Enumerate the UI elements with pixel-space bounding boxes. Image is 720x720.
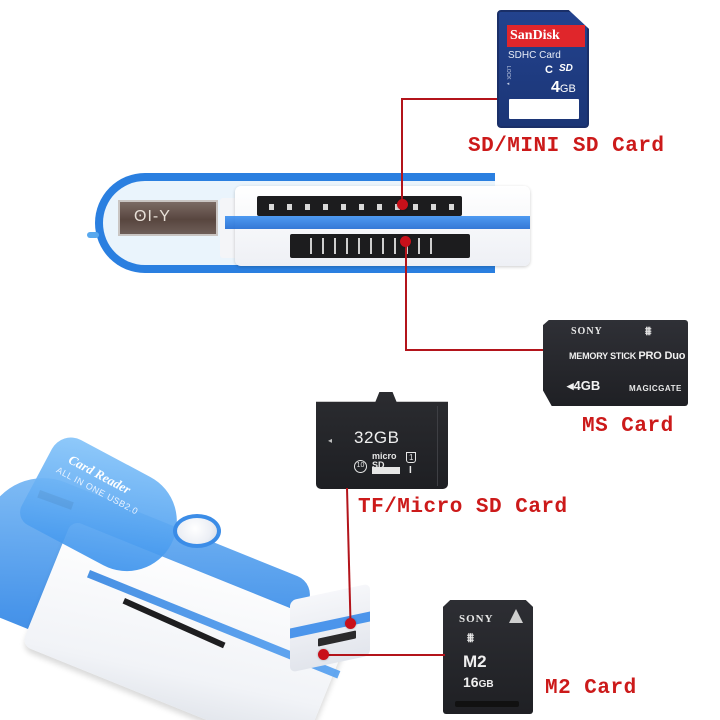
reader-body <box>225 186 530 266</box>
ms-product-prefix: MEMORY STICK <box>569 351 639 361</box>
uhs-class-icon: 1 <box>406 452 417 463</box>
card-reader-side-view: ʘI-Y <box>87 168 535 288</box>
m2-card: SONY ⩩ M2 16GB <box>443 600 533 714</box>
microsd-logo-line1: micro <box>372 451 397 461</box>
m2-capacity-value: 16 <box>463 674 479 690</box>
usb-plug-marking: ʘI-Y <box>134 208 171 225</box>
sd-slot-pins <box>269 204 454 210</box>
sd-capacity-value: 4 <box>551 79 560 96</box>
sd-card-capacity: 4GB <box>551 79 576 97</box>
sd-label-area <box>509 99 579 119</box>
m2-capacity-unit: GB <box>478 679 494 690</box>
speed-class-10-icon: 10 <box>354 460 367 473</box>
sd-logo-icon: SD <box>559 63 573 74</box>
ms-brand: SONY <box>571 326 603 337</box>
sd-slot-marker <box>397 199 408 210</box>
sd-connector-horizontal <box>401 98 499 100</box>
memory-stick-logo-icon: ⩩ <box>645 324 652 338</box>
tf-card-label: TF/Micro SD Card <box>358 496 568 519</box>
m2-connector-horizontal <box>323 654 445 656</box>
memory-stick-logo-icon: ⩩ <box>467 630 474 645</box>
microsd-logo-line2: SD <box>372 460 385 470</box>
tf-slot-marker <box>345 618 356 629</box>
m2-brand: SONY <box>459 613 494 625</box>
ms-slot-marker <box>400 236 411 247</box>
usb-plug: ʘI-Y <box>118 200 218 236</box>
m2-card-label: M2 Card <box>545 677 637 700</box>
microsd-ridge <box>437 406 438 486</box>
sd-card: SanDisk SDHC Card LOCK ◂ C SD 4GB <box>497 10 589 128</box>
speed-class-icon: C <box>545 64 553 76</box>
blue-band <box>225 216 530 229</box>
uhs-roman-numeral: I <box>409 465 412 476</box>
ms-product-suffix: PRO Duo <box>638 350 686 362</box>
m2-slot-marker <box>318 649 329 660</box>
sd-card-type: SDHC Card <box>508 50 561 61</box>
ms-connector-horizontal <box>405 349 545 351</box>
m2-contact-slot <box>455 701 519 707</box>
microsd-capacity: 32GB <box>354 428 400 447</box>
swivel-button <box>173 514 221 548</box>
ms-capacity: ◂4GB <box>567 378 601 393</box>
sd-card-label: SD/MINI SD Card <box>468 135 665 158</box>
insert-arrow-icon: ◂ <box>328 436 333 445</box>
sd-lock-text: LOCK ◂ <box>505 66 511 88</box>
insert-triangle-icon <box>509 609 523 623</box>
ms-connector-vertical <box>405 244 407 351</box>
ms-slot-pins <box>310 238 440 254</box>
memory-stick-pro-duo: SONY ⩩ MEMORY STICK PRO Duo ◂4GB MAGICGA… <box>543 320 688 406</box>
m2-model: M2 <box>463 652 487 671</box>
sd-card-brand: SanDisk <box>507 25 585 47</box>
sd-capacity-unit: GB <box>559 83 576 95</box>
m2-capacity: 16GB <box>463 674 494 690</box>
sd-connector-vertical <box>401 98 403 204</box>
m2-slot <box>318 630 356 647</box>
lanyard-tab <box>87 232 99 238</box>
hc-logo-icon <box>372 467 400 474</box>
end-blue-band <box>290 611 370 639</box>
ms-card-label: MS Card <box>582 415 674 438</box>
sd-slot <box>257 196 462 216</box>
ms-magicgate: MAGICGATE <box>629 384 682 393</box>
ms-slot <box>290 234 470 258</box>
ms-product-name: MEMORY STICK PRO Duo <box>569 350 685 362</box>
card-reader-perspective-view: Card Reader ALL IN ONE USB2.0 <box>0 420 380 720</box>
reader-end-face <box>290 583 370 673</box>
